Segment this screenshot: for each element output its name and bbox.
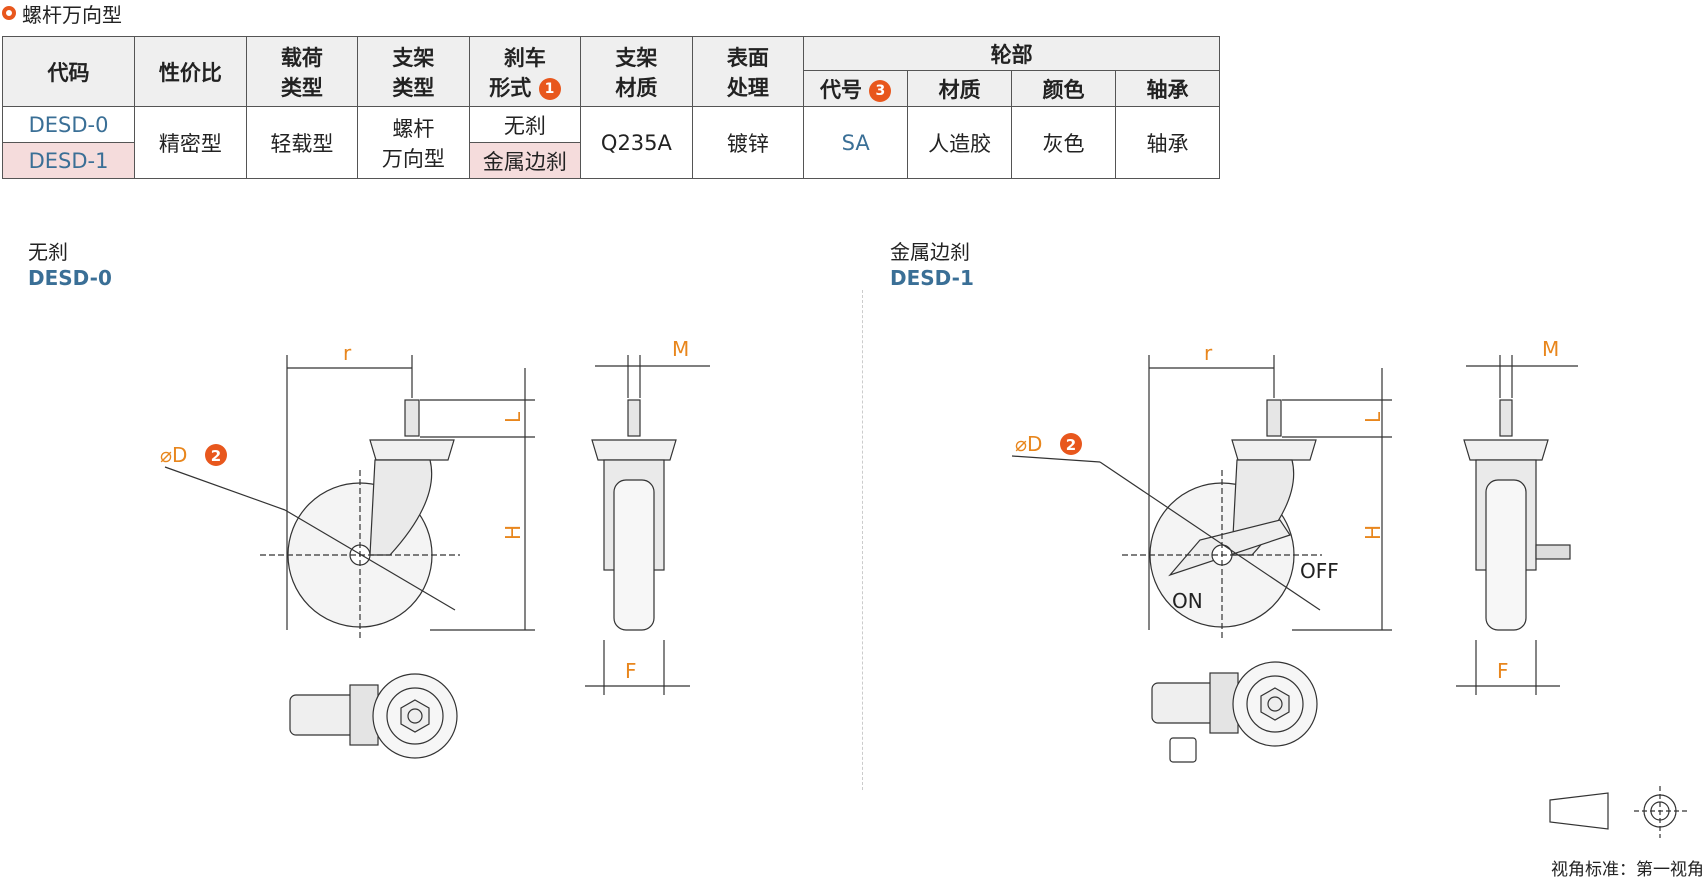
- spec-table: 代码 性价比 载荷 类型 支架 类型 刹车 形式 1 支架 材质 表面 处理 轮…: [1, 36, 1220, 179]
- section-title: 螺杆万向型: [22, 2, 122, 27]
- dim-l-right: L: [1361, 411, 1385, 423]
- th-wheel-color: 颜色: [1011, 70, 1116, 107]
- row-code: DESD-1: [1, 142, 136, 179]
- cell-wheel-code: SA: [803, 106, 909, 179]
- dim-d-right: ⌀D: [1015, 432, 1042, 456]
- variant-0-code: DESD-0: [28, 266, 112, 290]
- caster-bottom-view-right: [1151, 661, 1318, 763]
- row-brake: 金属边刹: [468, 142, 582, 179]
- cell-surface: 镀锌: [691, 106, 805, 179]
- dim-l-left: L: [501, 411, 525, 423]
- th-wheel-material: 材质: [907, 70, 1013, 107]
- dim-f-left: F: [625, 659, 637, 683]
- divider: [862, 290, 863, 790]
- th-code: 代码: [1, 36, 136, 107]
- dim-h-left: H: [501, 525, 525, 540]
- th-wheel: 轮部: [803, 36, 1220, 71]
- badge-3: 3: [869, 79, 892, 102]
- caster-bottom-view-left: [289, 673, 458, 759]
- cell-cost: 精密型: [134, 106, 247, 179]
- badge-2-right: 2: [1066, 436, 1076, 454]
- variant-1-code: DESD-1: [890, 266, 974, 290]
- dim-m-left: M: [672, 337, 689, 361]
- variant-0-name: 无刹: [28, 240, 68, 264]
- row-code: DESD-0: [1, 106, 136, 143]
- cell-wheel-material: 人造胶: [907, 106, 1013, 179]
- dim-r-right: r: [1204, 341, 1213, 365]
- table-row: DESD-0 精密型 轻载型 螺杆 万向型 无刹 Q235A 镀锌 SA 人造胶…: [1, 106, 1220, 179]
- section-heading: 螺杆万向型: [2, 0, 122, 27]
- th-bracket-type: 支架 类型: [357, 36, 470, 107]
- table-row: DESD-1 金属边刹: [1, 142, 1220, 179]
- dim-d-left: ⌀D: [160, 443, 187, 467]
- badge-2-left: 2: [211, 447, 221, 465]
- th-brake: 刹车 形式 1: [468, 36, 582, 107]
- th-cost: 性价比: [134, 36, 247, 107]
- caster-side-view-left: [260, 399, 460, 640]
- dim-f-right: F: [1497, 659, 1509, 683]
- th-wheel-code: 代号 3: [803, 70, 909, 107]
- label-off: OFF: [1300, 559, 1339, 583]
- th-bracket-material: 支架 材质: [580, 36, 693, 107]
- view-standard-note: 视角标准：第一视角: [1551, 860, 1704, 880]
- caster-side-view-right: [1122, 399, 1322, 640]
- cell-bracket-type: 螺杆 万向型: [357, 106, 470, 179]
- variant-1-name: 金属边刹: [890, 240, 970, 264]
- label-on: ON: [1172, 589, 1203, 613]
- first-angle-projection-icon: [1549, 786, 1690, 838]
- row-brake: 无刹: [468, 106, 582, 143]
- cell-load-type: 轻载型: [245, 106, 359, 179]
- caster-front-view-left: [591, 399, 677, 631]
- caster-front-view-right: [1463, 399, 1571, 631]
- dim-r-left: r: [343, 341, 352, 365]
- cell-bearing: 轴承: [1115, 106, 1220, 179]
- circle-bullet-icon: [2, 6, 16, 20]
- dim-m-right: M: [1542, 337, 1559, 361]
- badge-1: 1: [538, 77, 561, 100]
- dim-h-right: H: [1361, 525, 1385, 540]
